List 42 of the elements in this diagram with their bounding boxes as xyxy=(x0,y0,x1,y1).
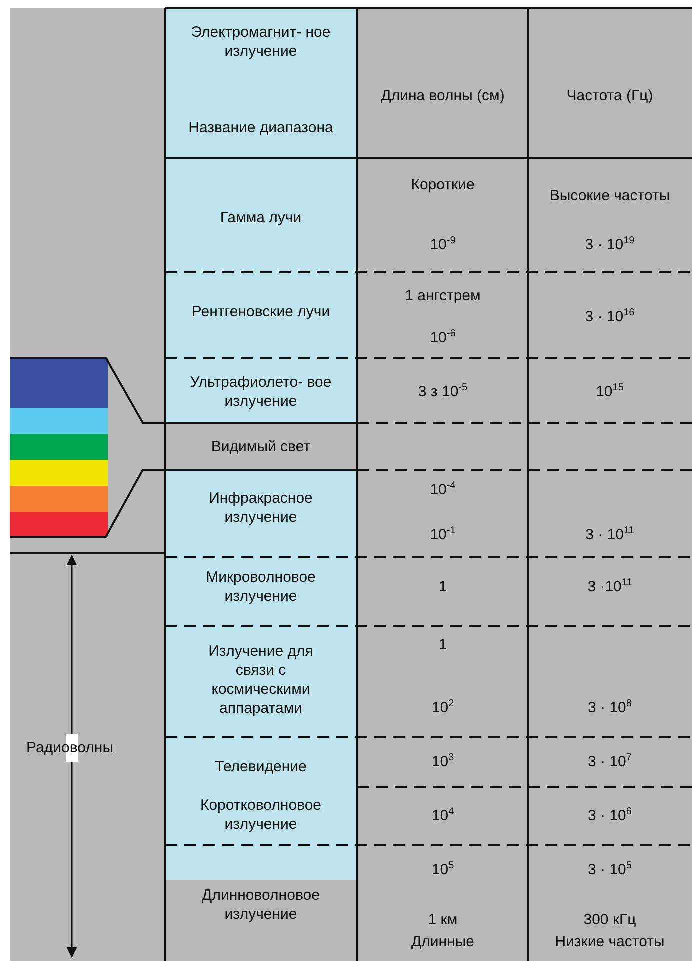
frequency-value: 3 · 10$^{6}$ xyxy=(587,806,633,826)
wavelength-value: Короткие xyxy=(410,176,476,194)
frequency-value: 3 ·10$^{11}$ xyxy=(586,578,634,596)
wavelength-value: 1 км xyxy=(427,910,459,930)
wavelength-value: 3 з 10$^{-5}$ xyxy=(417,382,469,402)
wavelength-value: 1 ангстрем xyxy=(404,286,482,306)
band-name: Коротковолновое излучение xyxy=(199,796,323,834)
frequency-value: Высокие частоты xyxy=(548,186,672,206)
wavelength-value: 10$^{4}$ xyxy=(430,806,456,826)
frequency-value: Низкие частоты xyxy=(554,932,666,952)
band-name: Рентгеновские лучи xyxy=(190,302,332,322)
frequency-value: 3 · 10$^{16}$ xyxy=(584,308,636,326)
band-name: Инфракрасное излучение xyxy=(208,489,314,527)
band-name: Ультрафиолето- вое излучение xyxy=(189,373,333,411)
wavelength-value: 10$^{2}$ xyxy=(430,698,456,718)
wavelength-value: 1 xyxy=(438,578,448,596)
column-header: Длина волны (см) xyxy=(380,86,506,106)
wavelength-value: 10$^{-1}$ xyxy=(429,526,457,544)
column-header: Частота (Гц) xyxy=(566,86,654,106)
wavelength-value: 10$^{-4}$ xyxy=(429,480,457,500)
column-header: Электромагнит- ное излучение xyxy=(190,23,332,61)
frequency-value: 3 · 10$^{5}$ xyxy=(587,860,633,880)
frequency-value: 3 · 10$^{11}$ xyxy=(584,526,636,544)
frequency-value: 3 · 10$^{19}$ xyxy=(584,236,636,254)
band-name: Гамма лучи xyxy=(219,208,303,228)
frequency-value: 3 · 10$^{8}$ xyxy=(587,698,633,718)
band-name: Телевидение xyxy=(214,758,308,776)
wavelength-value: 10$^{3}$ xyxy=(430,752,456,772)
band-name: Длинноволновое излучение xyxy=(201,886,321,924)
wavelength-value: Длинные xyxy=(410,932,476,952)
wavelength-value: 10$^{5}$ xyxy=(430,860,456,880)
band-name: Микроволновое излучение xyxy=(205,568,317,606)
wavelength-value: 1 xyxy=(438,636,448,654)
wavelength-value: 10$^{-9}$ xyxy=(429,236,457,254)
frequency-value: 3 · 10$^{7}$ xyxy=(587,752,633,772)
frequency-value: 10$^{15}$ xyxy=(595,382,625,402)
column-header: Название диапазона xyxy=(188,118,334,138)
wavelength-value: 10$^{-6}$ xyxy=(429,328,457,348)
frequency-value: 300 кГц xyxy=(582,910,638,930)
band-name: Излучение для связи с космическими аппаратами xyxy=(208,642,314,718)
band-name: Видимый свет xyxy=(210,438,312,456)
range-label: Радиоволны xyxy=(26,738,114,758)
